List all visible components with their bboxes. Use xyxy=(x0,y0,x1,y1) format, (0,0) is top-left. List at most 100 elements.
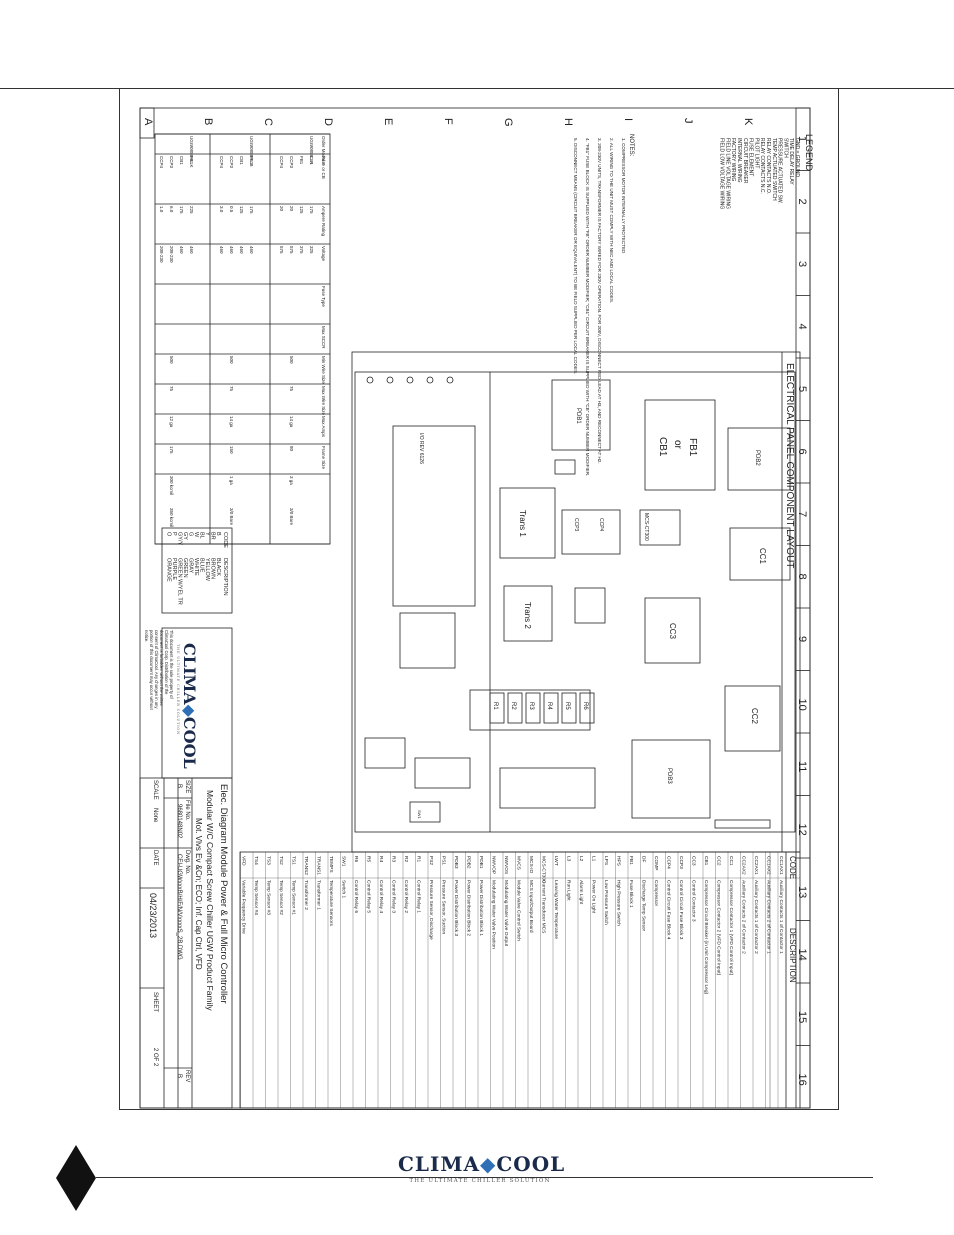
code-item: MVCS xyxy=(516,856,522,870)
order-minw: 75 xyxy=(289,386,294,392)
color-code: GY xyxy=(182,532,188,540)
code-description: Alarm Light xyxy=(578,880,584,905)
order-fuse: CB1 xyxy=(179,156,184,165)
code-item: R6 xyxy=(353,856,359,862)
disclaimer-line: notice. xyxy=(144,630,149,642)
svg-text:File No.: File No. xyxy=(184,800,190,821)
order-amp: 175 xyxy=(309,206,314,214)
svg-text:CEI-UGWxxxB/H/F/N/VxxxxS_2B.DW: CEI-UGWxxxB/H/F/N/VxxxxS_2B.DWG xyxy=(176,854,182,960)
order-fuse: CCP3 xyxy=(229,156,234,169)
code-description: Transformer 2 xyxy=(303,880,309,910)
order-volt: 325 xyxy=(309,246,314,254)
legend-item: TEMP ACTUATED SWITCH xyxy=(771,138,777,201)
code-item: L3 xyxy=(566,856,572,862)
order-minw: 75 xyxy=(229,386,234,392)
footer-logo-tagline: THE ULTIMATE CHILLER SOLUTION xyxy=(409,1178,551,1184)
legend-item: FACTORY WIRING xyxy=(730,138,736,181)
color-desc: BLACK xyxy=(215,558,221,576)
code-description: Run Light xyxy=(566,880,572,901)
row-letter-D: D xyxy=(322,118,334,126)
svg-text:None: None xyxy=(152,808,158,823)
code-description: Modulating Water Valve Output xyxy=(503,880,509,947)
code-description: Control Relay 3 xyxy=(391,880,397,913)
code-description: Temp Sensor #4 xyxy=(253,880,259,915)
order-volt: 575 xyxy=(289,246,294,254)
color-desc: YELLOW xyxy=(204,558,210,582)
color-desc: GREEN xyxy=(182,558,188,578)
code-description: Low Pressure Switch xyxy=(603,880,609,925)
svg-text:PDB1: PDB1 xyxy=(575,408,581,424)
title-block: Elec. Diagram Module Power & Full Micro … xyxy=(139,777,233,1109)
order-volt: 460 xyxy=(249,246,254,254)
code-description: Current Transducer MCS xyxy=(541,880,547,933)
column-number-10: 10 xyxy=(796,699,808,711)
relay-R6 xyxy=(579,692,595,724)
drawing-sheet xyxy=(119,88,839,1110)
code-item: R3 xyxy=(391,856,397,862)
code-item: DF xyxy=(641,856,647,862)
svg-text:SW1: SW1 xyxy=(417,810,422,819)
order-fuse: CB1 xyxy=(309,156,314,165)
code-item: SW1 xyxy=(341,856,347,867)
row-letter-G: G xyxy=(502,118,514,127)
color-code: Y xyxy=(204,532,210,536)
legend-item: INTERNAL WIRING xyxy=(736,138,742,183)
code-description: Modulating Water Valve Position xyxy=(491,880,497,949)
order-table-header: Frame Size xyxy=(321,446,326,470)
color-code: O xyxy=(166,532,172,537)
code-item: LWT xyxy=(553,856,559,866)
order-amp: 125 xyxy=(299,206,304,214)
order-table-header: Order Model # xyxy=(321,136,326,165)
column-number-1: 1 xyxy=(796,136,808,142)
code-description: Power Distribution Block 2 xyxy=(466,880,472,936)
code-item: FB1 xyxy=(628,856,634,865)
code-item: COMP xyxy=(653,856,659,870)
order-sccr: 500 xyxy=(169,356,174,364)
order-fuse: FB1 xyxy=(249,156,254,165)
code-item: CB1 xyxy=(703,856,709,866)
column-number-4: 4 xyxy=(796,324,808,330)
svg-text:CB1: CB1 xyxy=(657,437,668,457)
row-letter-F: F xyxy=(442,118,454,125)
column-number-11: 11 xyxy=(796,761,808,772)
order-amps: 80 xyxy=(289,446,294,452)
color-desc: GRAY xyxy=(188,558,194,574)
order-table-header: Voltage xyxy=(321,246,326,262)
code-description: Control Relay 6 xyxy=(353,880,359,913)
column-number-3: 3 xyxy=(796,261,808,267)
code-item: NWVOS xyxy=(503,856,509,874)
legend-item: CIRCUIT BREAKER xyxy=(742,138,748,184)
order-amp: 225 xyxy=(189,206,194,214)
svg-text:9680148N02: 9680148N02 xyxy=(176,804,182,839)
order-volt: 460 xyxy=(179,246,184,254)
logo-text: CLIMA◆COOL xyxy=(180,643,199,769)
order-amp: 0.5 xyxy=(229,206,234,213)
row-letter-I: I xyxy=(622,118,634,121)
code-item: TRANS2 xyxy=(303,856,309,875)
column-number-14: 14 xyxy=(796,949,808,961)
code-item: PDB2 xyxy=(466,856,472,869)
code-item: PDB1 xyxy=(478,856,484,869)
column-number-9: 9 xyxy=(796,636,808,642)
code-description: Switch 1 xyxy=(341,880,347,898)
order-frame: 300 kcmil xyxy=(169,476,174,495)
code-description: Auxiliary Contacts 2 of Contactor 2 xyxy=(741,880,747,954)
code-item: R4 xyxy=(378,856,384,862)
panel-layout: ELECTRICAL PANEL COMPONENT LAYOUT PDB1 F… xyxy=(351,351,801,853)
order-amp: 175 xyxy=(249,206,254,214)
order-volt: 575 xyxy=(279,246,284,254)
column-number-12: 12 xyxy=(796,824,808,836)
drop-icon: ◆ xyxy=(480,1152,497,1176)
code-description: Power On Light xyxy=(591,880,597,914)
row-letter-H: H xyxy=(562,118,574,126)
svg-text:2 OF 2: 2 OF 2 xyxy=(152,1048,158,1067)
order-fuse: CB1 xyxy=(239,156,244,165)
code-item: L1 xyxy=(591,856,597,862)
color-desc: BROWN xyxy=(210,558,216,579)
code-description: MCS Input/Output Board xyxy=(528,880,534,933)
color-code: G xyxy=(188,532,194,536)
code-item: CCP3 xyxy=(678,856,684,869)
svg-text:B: B xyxy=(176,1074,182,1078)
